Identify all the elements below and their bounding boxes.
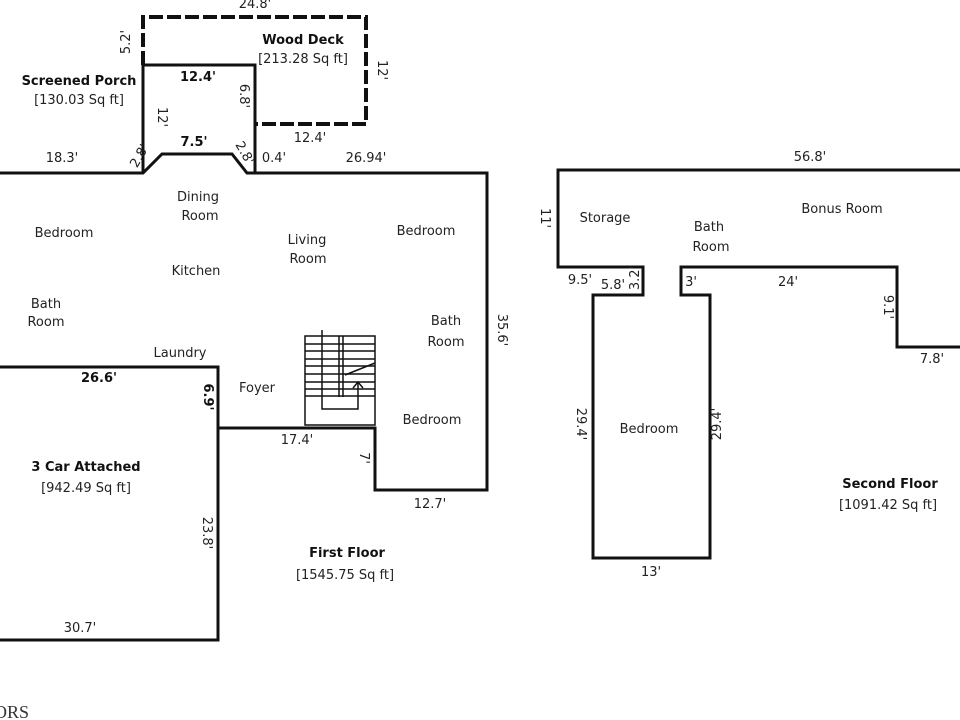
room-label: Kitchen bbox=[172, 264, 221, 279]
wood-deck-outline bbox=[141, 15, 368, 126]
room-label: Room bbox=[181, 209, 218, 224]
room-label: Living bbox=[288, 233, 327, 248]
dimension-label: 12' bbox=[374, 60, 389, 80]
dimension-label: 2.8' bbox=[231, 139, 256, 168]
first-floor-title: First Floor bbox=[309, 546, 385, 561]
dimension-label: 7' bbox=[356, 452, 371, 464]
room-label: Dining bbox=[177, 190, 219, 205]
dimension-label: 7.8' bbox=[920, 352, 944, 367]
dimension-label: 0.4' bbox=[262, 151, 286, 166]
dimension-label: 6.9' bbox=[200, 383, 215, 410]
screened-porch-title: Screened Porch bbox=[22, 74, 137, 89]
dimension-label: 7.5' bbox=[180, 135, 207, 150]
dimension-label: 3.2' bbox=[628, 266, 643, 290]
room-label: Bonus Room bbox=[801, 202, 882, 217]
second-floor-outline bbox=[556, 168, 960, 560]
dimension-label: 24' bbox=[778, 275, 798, 290]
dimension-label: 23.8' bbox=[199, 517, 214, 550]
dimension-label: 26.94' bbox=[346, 151, 387, 166]
room-label: Storage bbox=[580, 211, 631, 226]
dimension-label: 35.6' bbox=[494, 314, 509, 347]
dimension-label: 18.3' bbox=[46, 151, 79, 166]
room-label: Laundry bbox=[154, 346, 207, 361]
room-label: Bedroom bbox=[620, 422, 679, 437]
dimension-label: 30.7' bbox=[64, 621, 97, 636]
dimension-label: 6.8' bbox=[236, 84, 251, 108]
second-floor-title: Second Floor bbox=[842, 477, 938, 492]
dimension-label: 12.7' bbox=[414, 497, 447, 512]
room-label: Bedroom bbox=[35, 226, 94, 241]
room-label: Bedroom bbox=[397, 224, 456, 239]
dimension-label: 12.4' bbox=[294, 131, 327, 146]
dimension-label: 3' bbox=[685, 275, 697, 290]
watermark-text: ORS bbox=[0, 702, 29, 720]
dimension-label: 29.4' bbox=[710, 408, 725, 441]
dimension-label: 5.8' bbox=[601, 278, 625, 293]
garage-area: [942.49 Sq ft] bbox=[41, 481, 131, 496]
screened-porch-outline bbox=[141, 63, 257, 173]
dimension-label: 9.1' bbox=[880, 295, 895, 319]
dimension-label: 9.5' bbox=[568, 273, 592, 288]
room-label: Bath bbox=[694, 220, 724, 235]
room-label: Bath bbox=[31, 297, 61, 312]
first-floor-area: [1545.75 Sq ft] bbox=[296, 568, 394, 583]
dimension-label: 12' bbox=[154, 107, 169, 127]
room-label: Room bbox=[427, 335, 464, 350]
dimension-label: 5.2' bbox=[119, 30, 134, 54]
dimension-label: 12.4' bbox=[180, 70, 216, 85]
dimension-label: 26.6' bbox=[81, 371, 117, 386]
second-floor-area: [1091.42 Sq ft] bbox=[839, 498, 937, 513]
room-label: Room bbox=[692, 240, 729, 255]
room-label: Room bbox=[27, 315, 64, 330]
dimension-label: 17.4' bbox=[281, 433, 314, 448]
garage-title: 3 Car Attached bbox=[31, 460, 140, 475]
wood-deck-area: [213.28 Sq ft] bbox=[258, 52, 348, 67]
room-label: Bedroom bbox=[403, 413, 462, 428]
room-label: Bath bbox=[431, 314, 461, 329]
dimension-label: 56.8' bbox=[794, 150, 827, 165]
screened-porch-area: [130.03 Sq ft] bbox=[34, 93, 124, 108]
dimension-label: 29.4' bbox=[573, 408, 588, 441]
dimension-label: 13' bbox=[641, 565, 661, 580]
dimension-label: 11' bbox=[537, 208, 552, 228]
garage-outline bbox=[0, 365, 220, 642]
dimension-label: 24.8' bbox=[239, 0, 272, 12]
wood-deck-title: Wood Deck bbox=[262, 33, 344, 48]
stairs-icon bbox=[304, 330, 376, 426]
first-floor-outline bbox=[0, 152, 489, 492]
room-label: Foyer bbox=[239, 381, 276, 396]
room-label: Room bbox=[289, 252, 326, 267]
